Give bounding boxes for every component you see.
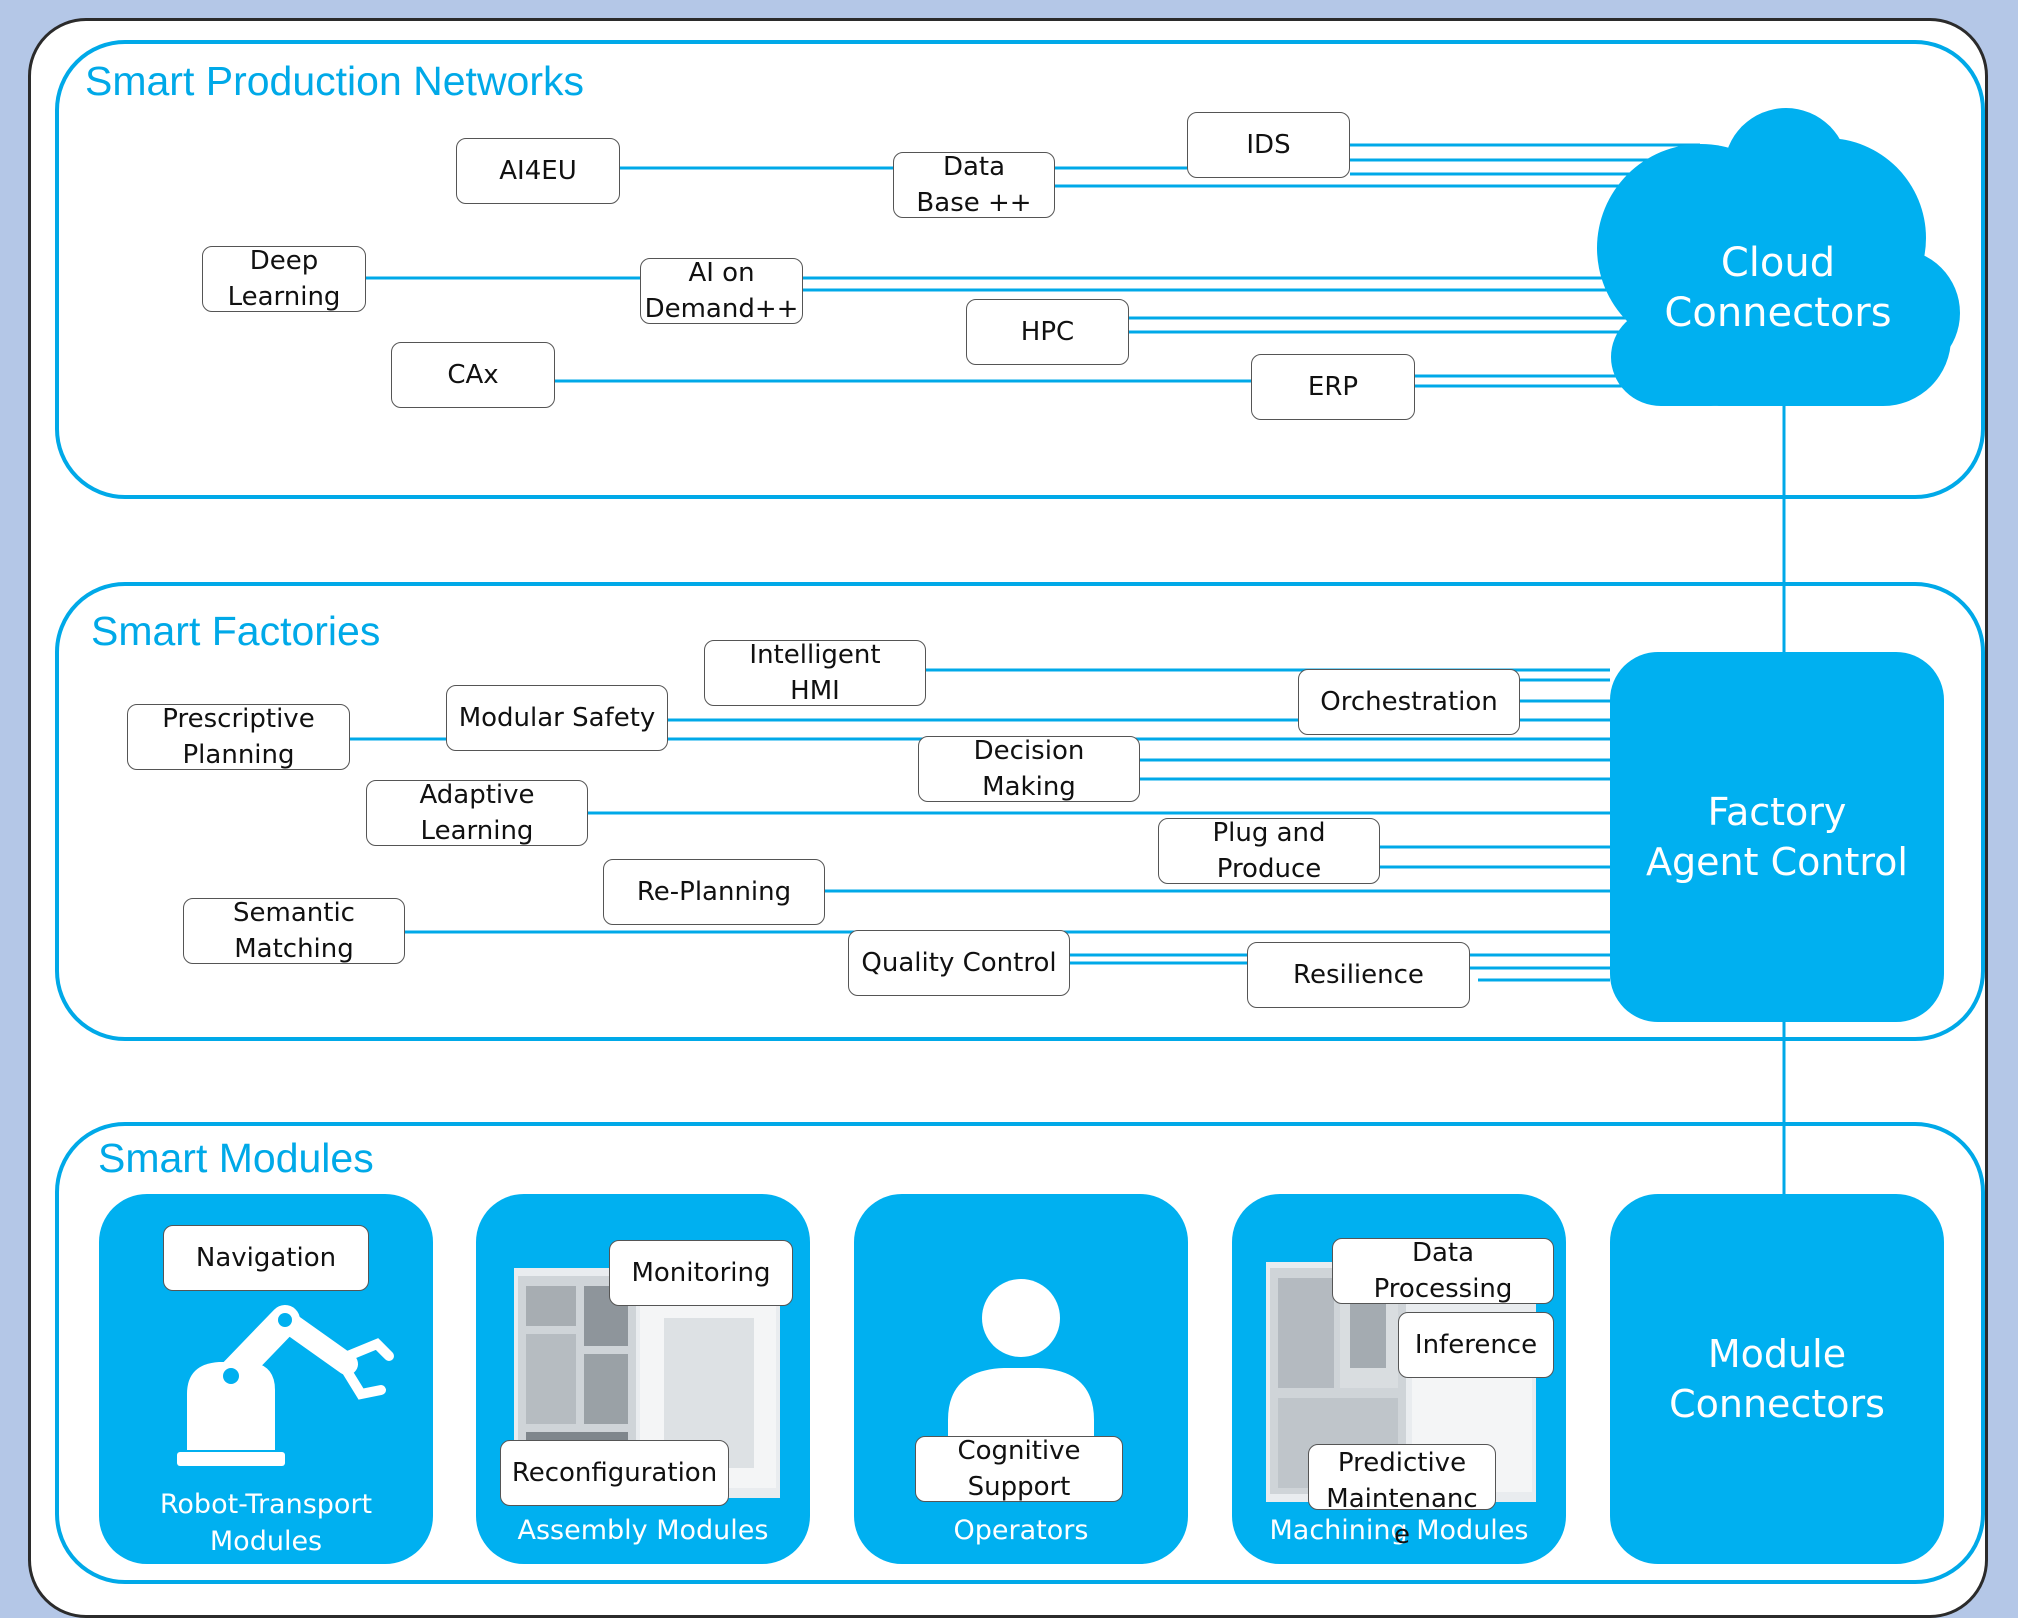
node-decision-making: Decision Making [918,736,1140,802]
module-label-robot: Robot-Transport Modules [159,1489,373,1557]
node-orchestration: Orchestration [1298,669,1520,735]
node-semantic-matching: Semantic Matching [183,898,405,964]
node-ai4eu: AI4EU [456,138,620,204]
tag-predictive-maintenance: Predictive Maintenanc e [1308,1444,1496,1550]
panel-title-factories: Smart Factories [91,608,381,654]
node-re-planning: Re-Planning [603,859,825,925]
tag-navigation: Navigation [163,1225,369,1291]
tag-reconfiguration: Reconfiguration [500,1440,729,1506]
tag-cognitive-support: Cognitive Support [915,1436,1123,1502]
module-operators: Operators [854,1194,1188,1564]
hub-cloud-connectors: Cloud Connectors [1664,240,1892,336]
node-ai-on-demand: AI on Demand++ [640,258,803,324]
panel-title-modules: Smart Modules [98,1135,374,1181]
node-hpc: HPC [966,299,1129,365]
person-icon [948,1279,1094,1456]
hub-factory-agent-control: Factory Agent Control [1610,652,1944,1022]
node-quality-control: Quality Control [848,930,1070,996]
module-label-machining: Machining Modules [1269,1515,1529,1546]
node-prescriptive-planning: Prescriptive Planning [127,704,350,770]
node-adaptive-learning: Adaptive Learning [366,780,588,846]
node-modular-safety: Modular Safety [446,685,668,751]
tag-data-processing: Data Processing [1332,1238,1554,1304]
module-label-operators: Operators [953,1515,1089,1546]
tag-monitoring: Monitoring [609,1240,793,1306]
hub-module-connectors: Module Connectors [1610,1194,1944,1564]
node-erp: ERP [1251,354,1415,420]
node-deep-learning: Deep Learning [202,246,366,312]
node-intelligent-hmi: Intelligent HMI [704,640,926,706]
cloud-shape [1597,108,1960,406]
node-cax: CAx [391,342,555,408]
tag-inference: Inference [1398,1312,1554,1378]
node-resilience: Resilience [1247,942,1470,1008]
robot-arm-icon [177,1305,394,1466]
module-label-assembly: Assembly Modules [517,1515,769,1546]
node-data-base: Data Base ++ [893,152,1055,218]
node-ids: IDS [1187,112,1350,178]
node-plug-and-produce: Plug and Produce [1158,818,1380,884]
panel-title-production: Smart Production Networks [85,58,585,104]
